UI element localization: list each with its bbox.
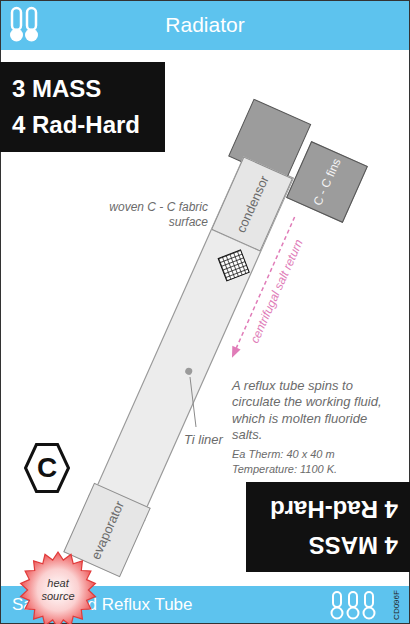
thermometer-stem xyxy=(349,592,357,607)
node-text-group: heat source xyxy=(37,577,79,602)
spec-note: Temperature: 1100 K. xyxy=(232,463,337,477)
node-text: C - C fins xyxy=(310,156,343,208)
salt-return-arrowhead xyxy=(228,346,241,360)
node-text-group: 4 MASS4 Rad-Hard xyxy=(270,491,398,563)
node-text-group: 3 MASS4 Rad-Hard xyxy=(12,71,140,143)
thermometer-stem xyxy=(12,8,21,30)
stat-box: 4 MASS4 Rad-Hard xyxy=(246,482,410,572)
thermometer-stem xyxy=(365,592,373,607)
hexagon-shape xyxy=(26,445,69,492)
liner-dot xyxy=(184,367,193,376)
thermometer-icon xyxy=(332,592,343,619)
leader-line xyxy=(190,377,196,427)
node-text: condensor xyxy=(233,173,271,235)
spec-note: Ea Therm: 40 x 40 m xyxy=(232,448,335,462)
category-hexagon: C xyxy=(24,443,70,493)
thermometer-icon xyxy=(10,8,23,42)
node-text: 4 MASS xyxy=(270,527,398,563)
title-bar xyxy=(0,0,410,50)
heat-source-burst: heat source xyxy=(19,551,97,624)
node-text-group: C xyxy=(37,452,57,484)
woven-fabric xyxy=(218,250,249,281)
thermometer-bulb xyxy=(348,608,359,619)
part-label: Ti liner xyxy=(184,432,223,448)
node-text-group: C - C fins xyxy=(310,156,343,208)
thermometer-icon xyxy=(364,592,375,619)
part-label: woven C - C fabric surface xyxy=(108,200,208,230)
node-text-group: evaporator xyxy=(88,499,127,562)
card-code: CD096F xyxy=(392,590,402,620)
description-note: A reflux tube spins to circulate the wor… xyxy=(232,378,382,443)
node-text-group: condensor xyxy=(233,173,271,235)
woven-swatch xyxy=(218,250,249,281)
thermometer-bulb xyxy=(10,29,23,42)
thermometer-stem xyxy=(27,8,36,30)
card-title: Radiator xyxy=(0,0,410,50)
thermometer-bulb xyxy=(364,608,375,619)
stat-box: 3 MASS4 Rad-Hard xyxy=(0,62,165,152)
node-text: heat source xyxy=(37,577,79,602)
node-text: 4 Rad-Hard xyxy=(270,491,398,527)
thermometer-bulb xyxy=(332,608,343,619)
thermometer-bulb xyxy=(25,29,38,42)
node-text: 4 Rad-Hard xyxy=(12,107,140,143)
node-text: 3 MASS xyxy=(12,71,140,107)
thermometer-icon xyxy=(348,592,359,619)
starburst-shape xyxy=(21,552,96,624)
node-text: evaporator xyxy=(88,499,127,562)
node-text: C xyxy=(37,452,57,484)
thermometer-icon xyxy=(25,8,38,42)
thermometer-stem xyxy=(333,592,341,607)
